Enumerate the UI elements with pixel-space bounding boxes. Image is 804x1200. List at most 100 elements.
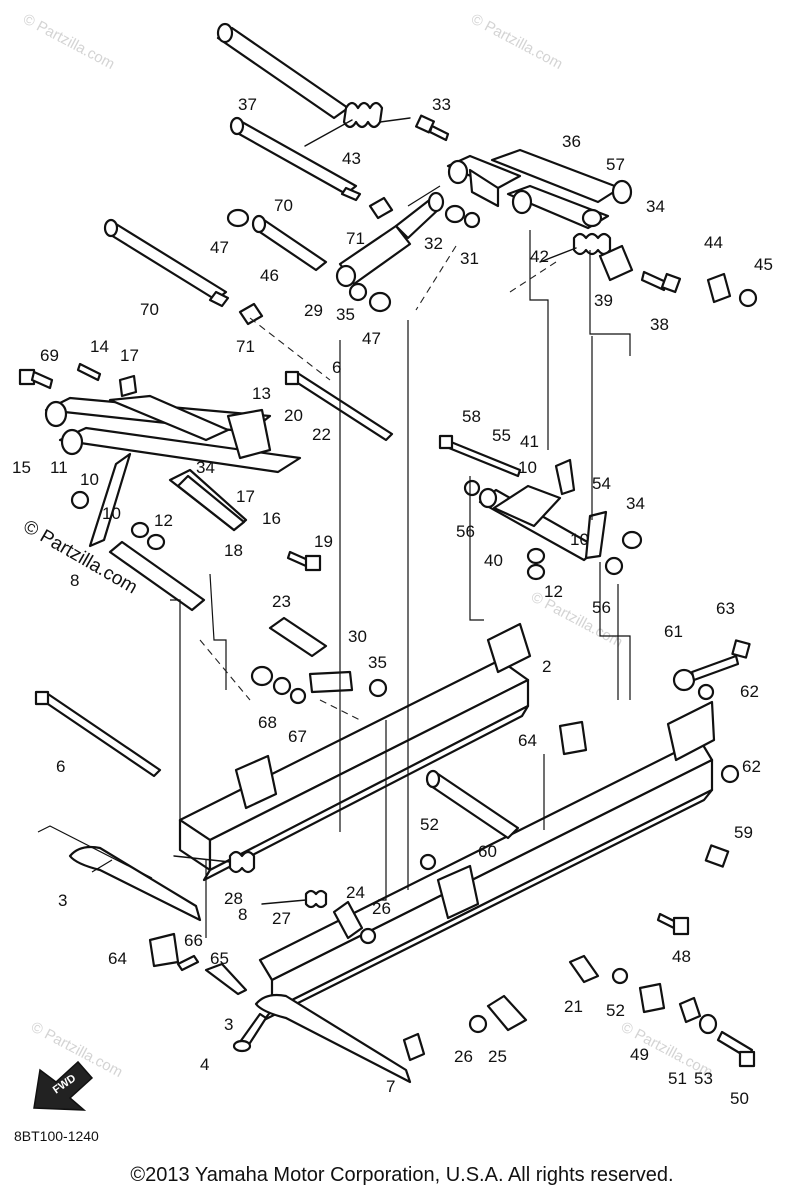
- callout-20: 20: [284, 406, 303, 425]
- callout-12: 12: [544, 582, 563, 601]
- callout-67: 67: [288, 727, 307, 746]
- bolt-61: [672, 654, 740, 692]
- callout-50: 50: [730, 1089, 749, 1108]
- callout-63: 63: [716, 599, 735, 618]
- shaft-46: [251, 214, 328, 272]
- diagram-code: 8BT100-1240: [14, 1128, 99, 1144]
- callout-15: 15: [12, 458, 31, 477]
- spring-28: [173, 850, 256, 874]
- nut-17-top: [118, 374, 138, 398]
- callout-28: 28: [224, 889, 243, 908]
- callout-17: 17: [120, 346, 139, 365]
- callout-62: 62: [742, 757, 761, 776]
- callout-17: 17: [236, 487, 255, 506]
- clip-45: [738, 288, 758, 308]
- callout-7: 7: [386, 1077, 395, 1096]
- bolt-6-upper: [284, 370, 394, 442]
- callout-40: 40: [484, 551, 503, 570]
- bolt-38: [640, 270, 682, 294]
- callout-47: 47: [210, 238, 229, 257]
- callout-35: 35: [368, 653, 387, 672]
- collars-32-31: [444, 204, 481, 229]
- callout-22: 22: [312, 425, 331, 444]
- callout-71: 71: [346, 229, 365, 248]
- shaft-70-left: [103, 218, 230, 308]
- callout-4: 4: [200, 1055, 209, 1074]
- callout-39: 39: [594, 291, 613, 310]
- callout-53: 53: [694, 1069, 713, 1088]
- fwd-arrow: FWD: [33, 1060, 94, 1111]
- callout-52: 52: [420, 815, 439, 834]
- pin-66: [176, 954, 200, 972]
- nut-63: [731, 639, 751, 659]
- callout-60: 60: [478, 842, 497, 861]
- callout-55: 55: [492, 426, 511, 445]
- callout-57: 57: [606, 155, 625, 174]
- cap-44: [706, 272, 732, 304]
- callout-61: 61: [664, 622, 683, 641]
- callout-10: 10: [518, 458, 537, 477]
- watermark: © Partzilla.com: [468, 11, 565, 73]
- bushing-24: [332, 900, 364, 940]
- callout-10: 10: [570, 530, 589, 549]
- washer-26: [359, 927, 488, 1034]
- washers-56-12: [463, 479, 624, 581]
- spring-42: [539, 232, 612, 263]
- spring-27: [261, 889, 328, 909]
- callout-46: 46: [260, 266, 279, 285]
- bolt-48: [656, 912, 690, 936]
- bolt-19: [286, 550, 322, 572]
- callout-59: 59: [734, 823, 753, 842]
- bolt-50: [716, 1030, 756, 1068]
- bushing-47-upper: [226, 208, 250, 228]
- callout-13: 13: [252, 384, 271, 403]
- callout-32: 32: [424, 234, 443, 253]
- shock-absorber-29: [335, 191, 445, 288]
- callout-21: 21: [564, 997, 583, 1016]
- screw-65: [204, 962, 248, 996]
- callout-10: 10: [102, 504, 121, 523]
- callout-52: 52: [606, 1001, 625, 1020]
- callout-19: 19: [314, 532, 333, 551]
- bolt-41: [554, 458, 576, 496]
- bolt-21: [568, 954, 600, 984]
- callout-26: 26: [454, 1047, 473, 1066]
- callout-69: 69: [40, 346, 59, 365]
- callout-35: 35: [336, 305, 355, 324]
- slide-rail-left: [178, 622, 532, 882]
- bolt-71-upper: [368, 196, 394, 220]
- callout-33: 33: [432, 95, 451, 114]
- callout-58: 58: [462, 407, 481, 426]
- callout-29: 29: [304, 301, 323, 320]
- bolt-14: [76, 362, 102, 382]
- bolt-71-left: [238, 302, 264, 326]
- callout-47: 47: [362, 329, 381, 348]
- callout-10: 10: [80, 470, 99, 489]
- callout-66: 66: [184, 931, 203, 950]
- callout-45: 45: [754, 255, 773, 274]
- callout-31: 31: [460, 249, 479, 268]
- callout-56: 56: [592, 598, 611, 617]
- callout-62: 62: [740, 682, 759, 701]
- callout-6: 6: [332, 358, 341, 377]
- callout-65: 65: [210, 949, 229, 968]
- bolt-58: [438, 434, 522, 478]
- callout-16: 16: [262, 509, 281, 528]
- bracket-54: [584, 510, 608, 560]
- callout-41: 41: [520, 432, 539, 451]
- slider-3-upper: [68, 845, 202, 922]
- washer-52: [419, 853, 629, 985]
- watermark: © Partzilla.com: [20, 11, 117, 73]
- bushing-25: [486, 994, 528, 1032]
- slide-rail-right: [258, 700, 716, 1022]
- callout-3: 3: [58, 891, 67, 910]
- cap-7: [402, 1032, 426, 1062]
- callout-27: 27: [272, 909, 291, 928]
- guide-lines: [37, 185, 631, 938]
- bushing-23: [268, 616, 328, 658]
- callout-8: 8: [70, 571, 79, 590]
- bumper-64-upper: [558, 720, 588, 756]
- callout-71: 71: [236, 337, 255, 356]
- bushing-39: [598, 244, 634, 282]
